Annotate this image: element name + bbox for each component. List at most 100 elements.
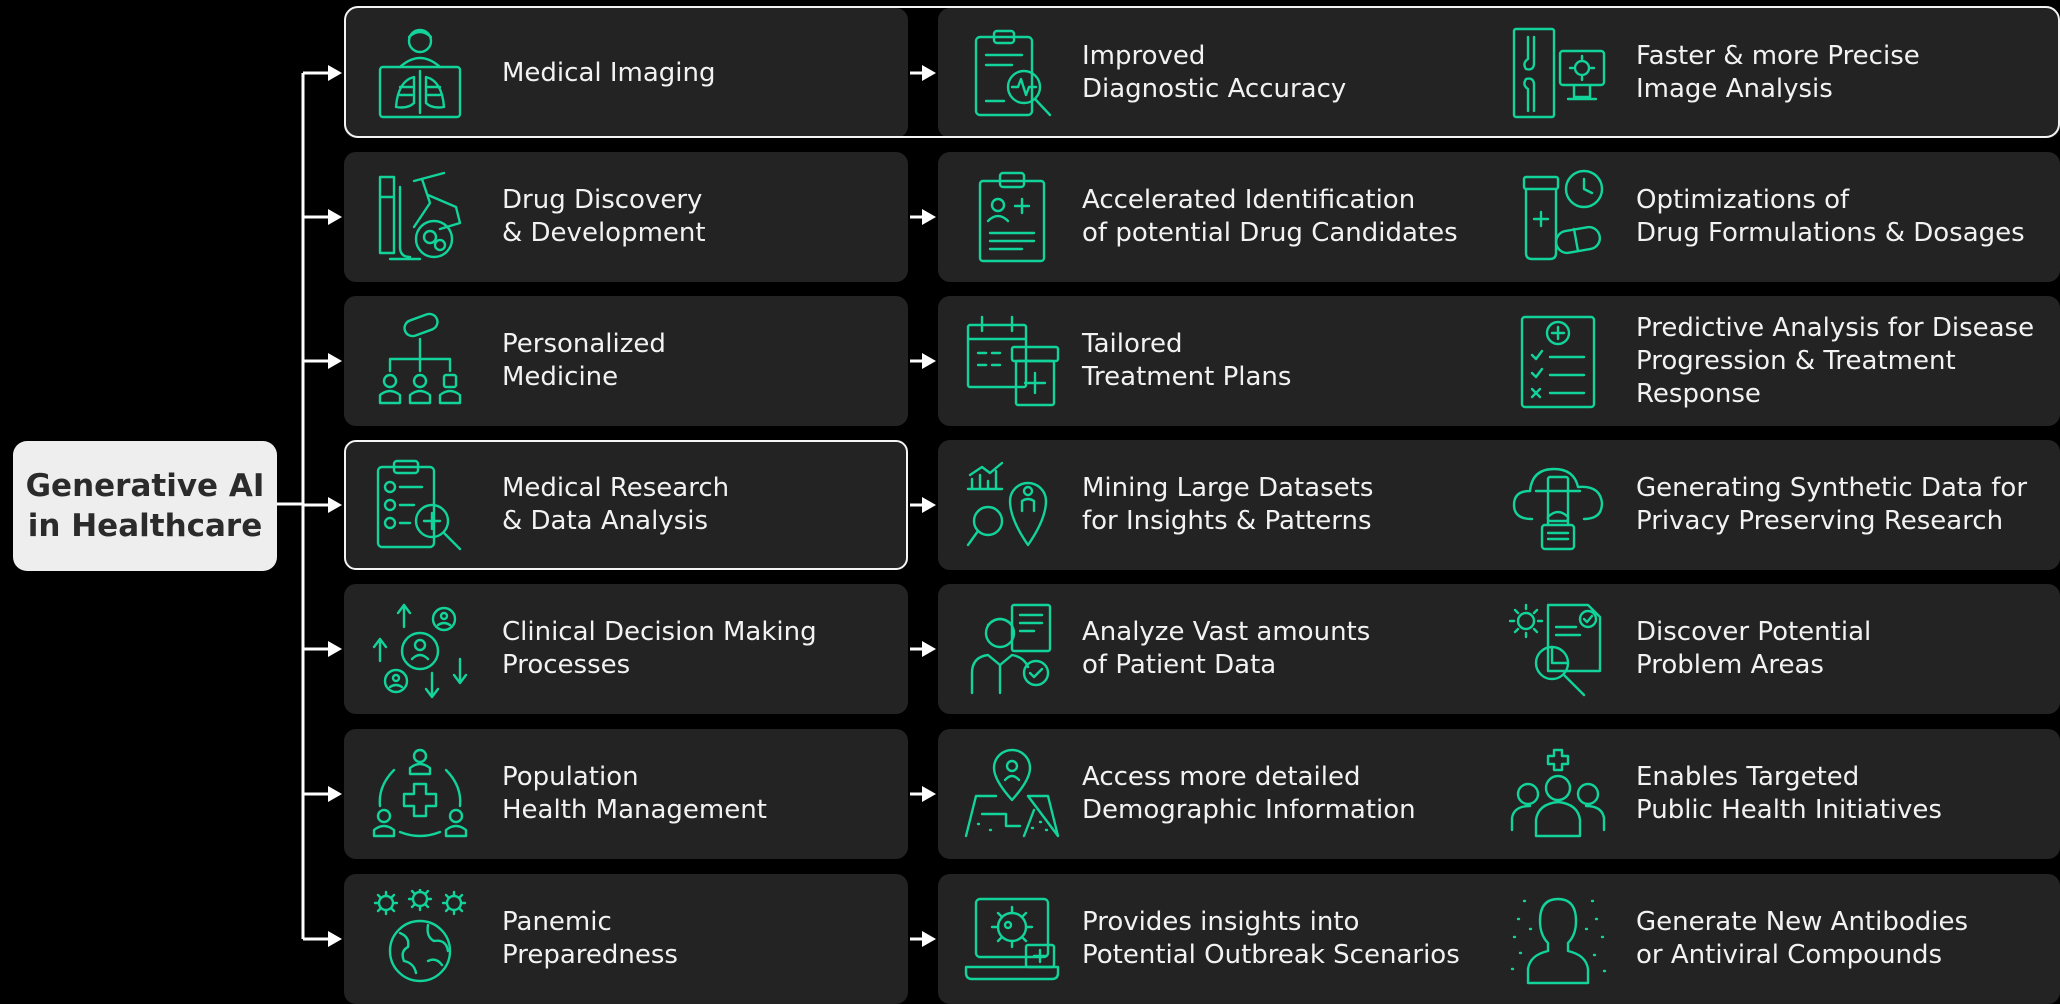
benefits-panel bbox=[938, 8, 2060, 138]
category-label-line: Medicine bbox=[502, 362, 619, 392]
category-label-line: Medical Research bbox=[502, 473, 730, 503]
benefit-b-label-line: Drug Formulations & Dosages bbox=[1636, 218, 2025, 248]
branch-arrow bbox=[328, 353, 342, 369]
benefit-a-label-line: Mining Large Datasets bbox=[1082, 473, 1374, 503]
map-location-pin-icon bbox=[962, 744, 1062, 844]
lab-molecule-icon bbox=[370, 167, 470, 267]
benefit-b-label-line: or Antiviral Compounds bbox=[1636, 940, 1943, 970]
benefit-a-label-line: Treatment Plans bbox=[1082, 362, 1292, 392]
category-label-line: Preparedness bbox=[502, 940, 678, 970]
category-label: Medical Research& Data Analysis bbox=[502, 472, 729, 538]
category-label-line: & Development bbox=[502, 218, 706, 248]
category-label-line: Health Management bbox=[502, 795, 767, 825]
category-label-line: Panemic bbox=[502, 907, 612, 937]
capsule-people-network-icon bbox=[370, 311, 470, 411]
benefit-a-label-line: Tailored bbox=[1082, 329, 1183, 359]
branch-arrow bbox=[328, 65, 342, 81]
root-title-line1: Generative AI bbox=[25, 468, 265, 504]
benefit-a-label-line: Accelerated Identification bbox=[1082, 185, 1416, 215]
branch-arrow bbox=[328, 931, 342, 947]
benefit-b-label-line: Predictive Analysis for Disease bbox=[1636, 312, 2035, 343]
benefits-panel bbox=[938, 296, 2060, 426]
root-title-line2: in Healthcare bbox=[27, 508, 263, 544]
globe-virus-icon bbox=[370, 889, 470, 989]
category-label-line: Drug Discovery bbox=[502, 185, 703, 215]
bone-scan-monitor-icon bbox=[1508, 23, 1608, 123]
category-label-line: Medical Imaging bbox=[502, 57, 716, 88]
category-label: Drug Discovery& Development bbox=[502, 184, 706, 250]
category-panel bbox=[344, 729, 908, 859]
benefit-b-label-line: Discover Potential bbox=[1636, 617, 1872, 647]
benefit-b-label-line: Public Health Initiatives bbox=[1636, 795, 1942, 825]
benefits-panel bbox=[938, 874, 2060, 1004]
branch-arrow bbox=[328, 641, 342, 657]
category-label: Medical Imaging bbox=[502, 57, 716, 90]
benefit-a-label-line: Diagnostic Accuracy bbox=[1082, 74, 1347, 104]
benefit-b-label-line: Image Analysis bbox=[1636, 74, 1833, 104]
category-panel bbox=[344, 296, 908, 426]
category-label-line: Clinical Decision Making bbox=[502, 617, 817, 647]
branch-arrow bbox=[328, 209, 342, 225]
benefit-a-label-line: for Insights & Patterns bbox=[1082, 506, 1372, 536]
benefit-a-label-line: Potential Outbreak Scenarios bbox=[1082, 940, 1460, 970]
checklist-plus-icon bbox=[1508, 311, 1608, 411]
benefit-a-label-line: Analyze Vast amounts bbox=[1082, 617, 1371, 647]
benefit-a-label-line: Improved bbox=[1082, 41, 1206, 71]
data-mining-icon bbox=[962, 455, 1062, 555]
benefit-b-label-line: Response bbox=[1636, 378, 1761, 409]
benefits-panel bbox=[938, 440, 2060, 570]
benefit-b-label-line: Generating Synthetic Data for bbox=[1636, 473, 2028, 503]
benefit-b-label-line: Privacy Preserving Research bbox=[1636, 506, 2004, 536]
row-arrow bbox=[922, 65, 936, 81]
category-panel bbox=[344, 874, 908, 1004]
calendar-medicine-icon bbox=[962, 311, 1062, 411]
benefits-panel bbox=[938, 584, 2060, 714]
population-health-icon bbox=[370, 744, 470, 844]
benefit-b-label-line: Optimizations of bbox=[1636, 185, 1850, 215]
category-label-line: Population bbox=[502, 762, 639, 792]
category-label-line: Personalized bbox=[502, 329, 666, 359]
cloud-lock-icon bbox=[1508, 455, 1608, 555]
branch-arrow bbox=[328, 786, 342, 802]
benefit-a-label-line: Provides insights into bbox=[1082, 907, 1360, 937]
branch-arrow bbox=[328, 497, 342, 513]
doctor-document-icon bbox=[962, 599, 1062, 699]
benefit-b-label-line: Faster & more Precise bbox=[1636, 41, 1920, 71]
medical-report-icon bbox=[962, 167, 1062, 267]
row-arrow bbox=[922, 209, 936, 225]
xray-doctor-icon bbox=[370, 23, 470, 123]
benefit-b-label-line: Generate New Antibodies bbox=[1636, 907, 1969, 937]
pill-bottle-clock-icon bbox=[1508, 167, 1608, 267]
row-highlight-frame bbox=[344, 6, 2060, 138]
category-label-line: & Data Analysis bbox=[502, 506, 709, 536]
benefit-a-label-line: Access more detailed bbox=[1082, 762, 1361, 792]
benefits-panel bbox=[938, 729, 2060, 859]
gear-report-magnifier-icon bbox=[1508, 599, 1608, 699]
category-label-line: Processes bbox=[502, 650, 631, 680]
clipboard-magnifier-icon bbox=[962, 23, 1062, 123]
decision-people-arrows-icon bbox=[370, 599, 470, 699]
benefit-a-label-line: Demographic Information bbox=[1082, 795, 1416, 825]
benefit-a-label-line: of potential Drug Candidates bbox=[1082, 218, 1458, 248]
benefit-a-label-line: of Patient Data bbox=[1082, 650, 1277, 680]
row-arrow bbox=[922, 931, 936, 947]
row-arrow bbox=[922, 641, 936, 657]
